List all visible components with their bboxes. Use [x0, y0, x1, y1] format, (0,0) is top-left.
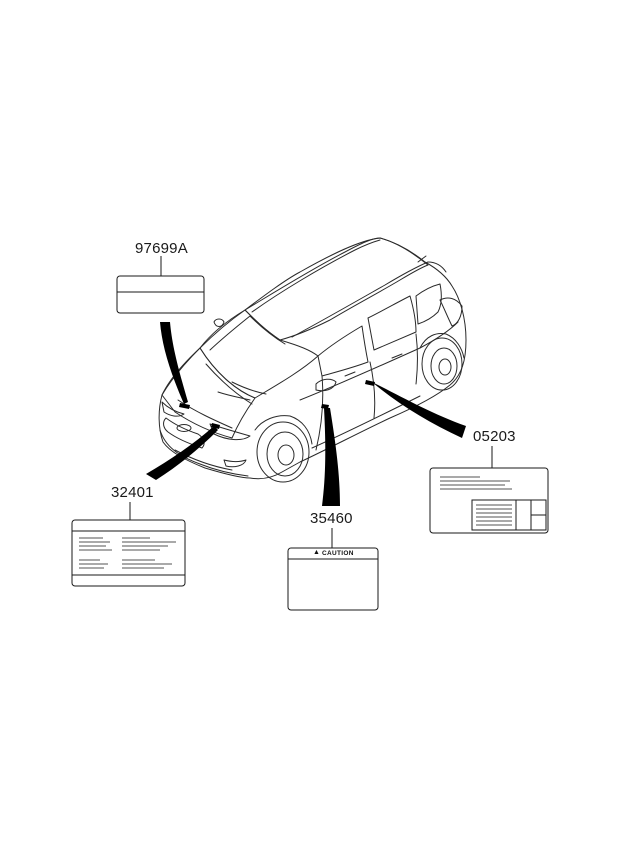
hood-reflection	[205, 363, 253, 405]
roof-rail-left	[251, 239, 381, 313]
label-05203-box[interactable]	[429, 467, 549, 534]
label-97699A-box[interactable]	[116, 275, 205, 314]
part-number-97699A[interactable]: 97699A	[135, 240, 188, 257]
side-character-line	[299, 321, 459, 401]
label-32401-box[interactable]	[71, 519, 186, 587]
rear-wheel	[419, 333, 465, 391]
car-illustration	[158, 237, 467, 483]
caution-label-text: CAUTION	[322, 550, 354, 557]
side-mirror	[315, 378, 337, 392]
leader-05203	[372, 382, 466, 438]
part-number-35460[interactable]: 35460	[310, 510, 353, 527]
hood	[161, 347, 256, 439]
fog-lamp	[223, 459, 247, 468]
leader-97699A	[160, 322, 188, 404]
marker-97699A	[179, 403, 190, 409]
callout-32401	[71, 502, 186, 587]
callout-97699A	[116, 256, 205, 314]
part-number-05203[interactable]: 05203	[473, 428, 516, 445]
callout-35460	[287, 528, 379, 611]
marker-05203	[365, 380, 375, 386]
front-bumper-lower	[174, 449, 233, 471]
part-number-32401[interactable]: 32401	[111, 484, 154, 501]
headlamp-right	[209, 423, 251, 441]
windshield-inner	[209, 315, 286, 351]
tail-lamp	[439, 297, 463, 327]
door-line-front	[315, 375, 324, 451]
roof-rail-right	[291, 261, 429, 338]
wiper-2	[231, 381, 267, 395]
front-door-window	[317, 325, 369, 377]
roof-antenna	[417, 255, 427, 263]
wiper	[217, 391, 251, 401]
marker-35460	[321, 404, 329, 409]
leader-32401	[146, 426, 218, 480]
leader-35460	[322, 408, 340, 506]
car-roof	[244, 237, 429, 341]
front-grille	[163, 417, 205, 449]
callout-05203	[429, 446, 549, 534]
leader-wedges	[146, 322, 466, 506]
door-line-mid	[369, 361, 376, 419]
headlamp-left	[161, 401, 185, 417]
a-pillar-mirror	[213, 318, 225, 327]
front-bumper	[159, 429, 249, 477]
label-05203-text-lines	[440, 476, 512, 490]
rear-spoiler	[427, 261, 447, 273]
label-35460-box[interactable]	[287, 547, 379, 611]
door-line-rear	[415, 333, 418, 385]
label-markers	[179, 380, 375, 429]
label-32401-text-lines	[79, 537, 176, 569]
caution-warning-icon: ▲	[313, 549, 321, 556]
door-handle-front	[344, 371, 356, 377]
front-emblem	[176, 424, 192, 432]
front-wheel	[254, 415, 313, 483]
label-05203-table	[471, 499, 547, 531]
rear-quarter-window	[415, 283, 442, 325]
rear-door-window	[367, 295, 417, 351]
car-body-outline	[158, 237, 467, 480]
hood-line	[177, 399, 233, 429]
door-handle-rear	[391, 353, 403, 359]
windshield	[199, 309, 319, 399]
